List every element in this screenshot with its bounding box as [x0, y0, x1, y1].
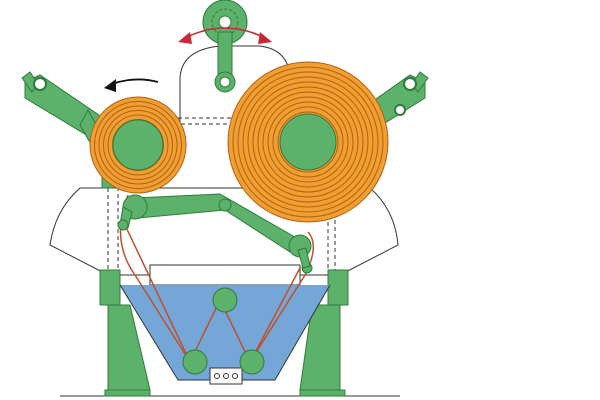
fabric-path-inner [124, 224, 301, 363]
right-rings-ring-0 [232, 66, 384, 218]
right-rings-ring-7 [267, 101, 349, 183]
trough-rollers [182, 287, 265, 375]
trough-roller-top [212, 287, 238, 313]
left-rings-ring-0 [94, 101, 182, 189]
right-rings-ring-4 [252, 86, 364, 198]
right-roll-core [279, 113, 337, 171]
left-fabric-roll [89, 96, 187, 194]
left-frame-leg [99, 269, 151, 397]
dye-trough [119, 264, 331, 385]
double-red-arrow-icon [178, 27, 272, 44]
curved-arrow-left-icon [104, 78, 159, 92]
right-rings-ring-8 [272, 106, 344, 178]
right-rings-ring-1 [237, 71, 379, 213]
left-roll-core [112, 119, 164, 171]
left-rings-ring-1 [98, 105, 178, 185]
top-oscillating-arm [202, 0, 248, 93]
trough-roller-right [239, 349, 265, 375]
right-rings-ring-2 [242, 76, 374, 208]
trough-roller-left [182, 349, 208, 375]
left-rings-ring-2 [103, 110, 173, 180]
right-frame-leg [299, 269, 349, 397]
right-rings-ring-9 [277, 111, 339, 173]
right-rings-ring-6 [262, 96, 354, 188]
right-rings-ring-3 [247, 81, 369, 203]
right-rings-ring-5 [257, 91, 359, 193]
left-rings-ring-3 [107, 114, 169, 176]
right-fabric-roll [227, 61, 389, 223]
upper-roller-arm [117, 193, 313, 274]
